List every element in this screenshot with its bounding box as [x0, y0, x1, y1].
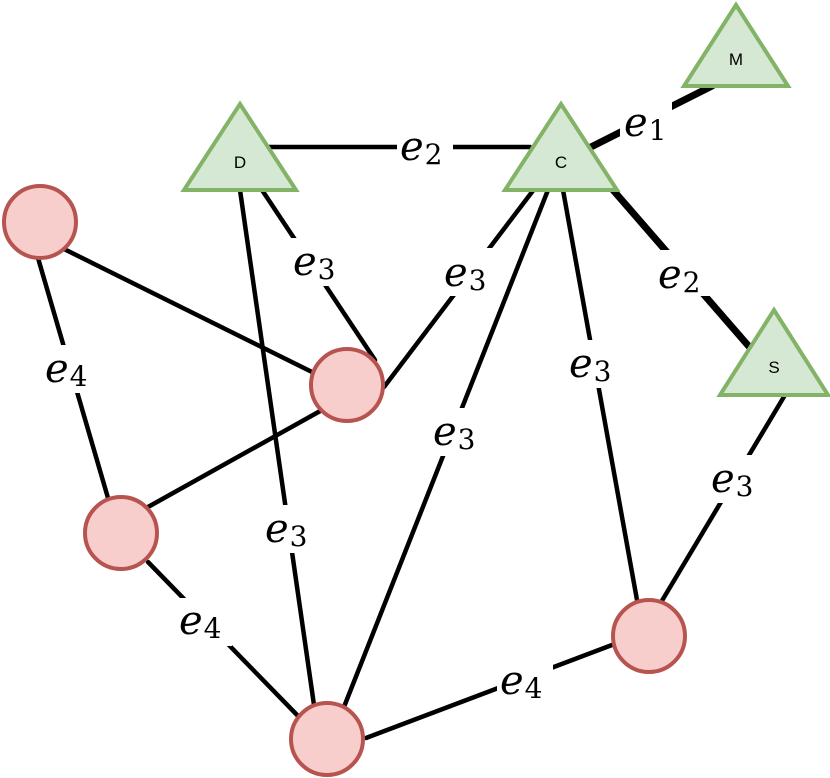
edge-label-e2-cs: e2 — [654, 250, 710, 299]
node-label-s: S — [768, 358, 779, 377]
svg-text:e2: e2 — [658, 252, 701, 299]
circle-node-right — [611, 598, 687, 674]
edge-label-sub: 1 — [649, 114, 667, 147]
edge-label-sub: 2 — [425, 138, 443, 171]
svg-text:e3: e3 — [265, 506, 308, 553]
circle-node-bottom — [289, 701, 365, 777]
svg-text:e3: e3 — [444, 250, 487, 297]
svg-text:e3: e3 — [293, 239, 336, 286]
node-label-d: D — [234, 153, 246, 172]
circle-node-middle — [309, 347, 385, 423]
edge-label-sub: 4 — [204, 612, 222, 645]
svg-text:e3: e3 — [569, 341, 612, 388]
edge-label-e4-bottom-left: e4 — [176, 598, 232, 646]
node-label-c: C — [555, 153, 567, 172]
edge-label-e3-c-bottom: e3 — [430, 408, 486, 456]
edge-label-base: e — [444, 250, 468, 296]
circle-node-top-left — [2, 184, 78, 260]
node-label-m: M — [729, 50, 743, 69]
edge-label-base: e — [711, 456, 735, 502]
edge-label-e4-bottom-right: e4 — [497, 658, 553, 706]
edge-label-sub: 4 — [525, 672, 543, 705]
edge-label-e3-d-bottom: e3 — [262, 505, 318, 553]
svg-text:e4: e4 — [500, 658, 543, 705]
svg-text:e4: e4 — [179, 598, 222, 645]
triangle-nodes: D C M S — [180, 1, 830, 397]
edge-left-mid — [145, 407, 325, 510]
edge-label-sub: 4 — [70, 360, 88, 393]
edge-label-sub: 3 — [290, 520, 308, 553]
edge-label-base: e — [45, 346, 69, 392]
edge-label-sub: 3 — [469, 264, 487, 297]
svg-text:e3: e3 — [711, 456, 754, 503]
edge-label-base: e — [265, 506, 289, 552]
svg-text:e3: e3 — [433, 409, 476, 456]
edge-label-e3-d: e3 — [290, 238, 346, 286]
edge-bottom-right-circle — [363, 642, 615, 741]
edge-label-base: e — [179, 598, 203, 644]
edge-label-sub: 2 — [683, 266, 701, 299]
edge-label-sub: 3 — [318, 253, 336, 286]
edge-label-e1: e1 — [620, 100, 672, 147]
edge-d-bottom — [237, 187, 318, 715]
edge-label-base: e — [433, 409, 457, 455]
triangle-node-c: C — [501, 100, 621, 192]
edge-label-base: e — [658, 252, 682, 298]
edge-label-base: e — [293, 239, 317, 285]
edge-label-e4-left: e4 — [42, 345, 98, 393]
edge-c-right-circle — [560, 187, 640, 603]
edge-label-sub: 3 — [594, 355, 612, 388]
edge-topleft-mid — [59, 245, 315, 375]
edge-label-e3-c-right: e3 — [566, 340, 622, 388]
svg-text:e2: e2 — [400, 124, 443, 171]
edge-label-e3-s: e3 — [708, 455, 764, 503]
edge-label-base: e — [624, 100, 648, 146]
edge-label-base: e — [569, 341, 593, 387]
circle-nodes — [2, 184, 687, 777]
svg-text:e4: e4 — [45, 346, 88, 393]
edge-label-e3-c-mid: e3 — [441, 248, 497, 297]
edge-label-base: e — [400, 124, 424, 170]
edge-label-sub: 3 — [458, 423, 476, 456]
triangle-node-d: D — [180, 100, 300, 192]
circle-node-left — [83, 495, 159, 571]
edge-label-e2-dc: e2 — [397, 124, 453, 171]
edge-labels: e1 e2 e2 e3 e3 e3 e3 e3 — [42, 100, 764, 706]
edge-label-base: e — [500, 658, 524, 704]
triangle-node-s: S — [716, 306, 830, 397]
triangle-node-m: M — [680, 1, 792, 88]
edge-label-sub: 3 — [736, 470, 754, 503]
svg-text:e1: e1 — [624, 100, 667, 147]
